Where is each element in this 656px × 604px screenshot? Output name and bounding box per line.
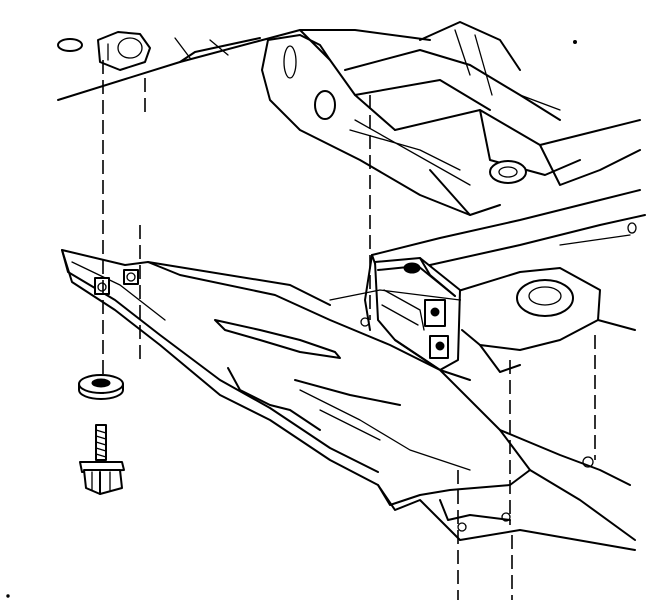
bracket-hole — [314, 90, 336, 120]
crossmember-hole-top — [489, 160, 527, 184]
skid-plate-shield — [61, 249, 636, 551]
shield-mount-hole-right — [582, 456, 594, 468]
crossmember-hole — [516, 279, 574, 317]
shield-mount-slot-right — [123, 269, 139, 285]
upper-frame-rail — [57, 29, 431, 101]
mounting-bracket-block — [374, 257, 471, 381]
frame-bracket-assembly — [261, 21, 641, 234]
shield-mount-hole-center — [360, 317, 370, 327]
mount-hole-left — [57, 38, 83, 52]
bolt-icon — [79, 424, 125, 495]
alignment-lines — [102, 60, 596, 600]
washer-icon — [78, 374, 124, 400]
